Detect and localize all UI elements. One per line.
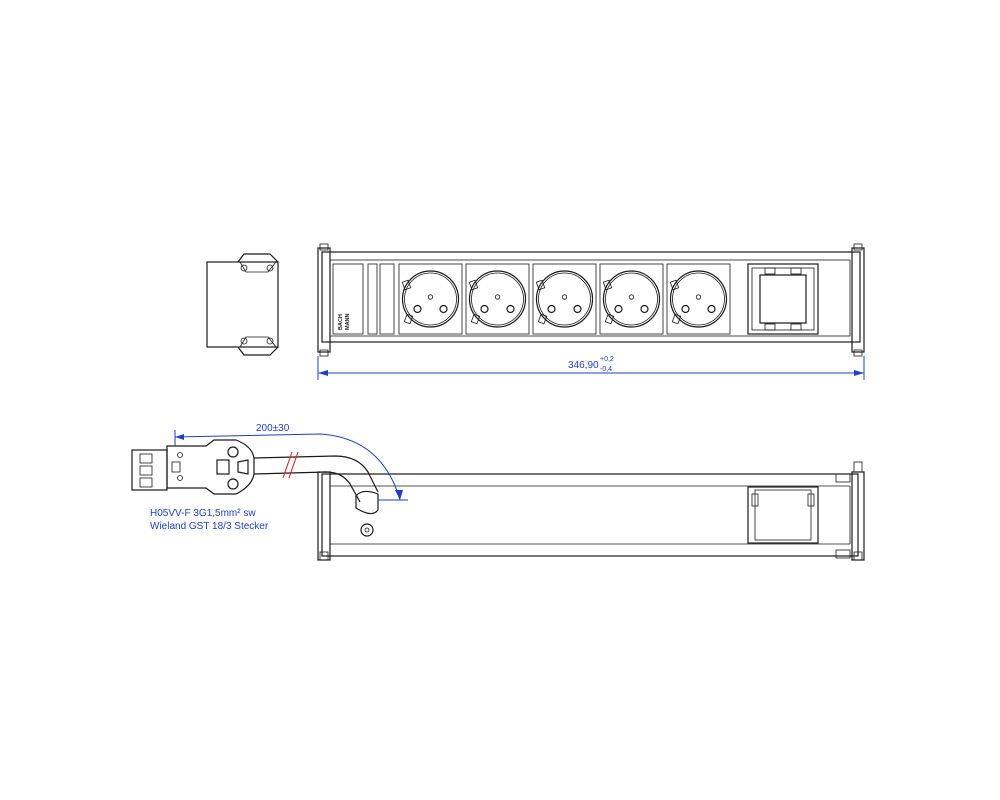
socket-group <box>398 263 731 335</box>
length-tol-upper: +0,2 <box>600 356 614 363</box>
cable-length-dimension: 200±30 <box>174 423 408 501</box>
power-socket <box>666 263 731 335</box>
cut-mark-2 <box>288 451 299 479</box>
plan-view <box>317 461 865 561</box>
cable-spec-line-2: Wieland GST 18/3 Stecker <box>150 521 269 532</box>
power-cable <box>253 451 379 503</box>
length-tol-lower: -0,4 <box>600 366 612 373</box>
cable-spec-note: H05VV-F 3G1,5mm² sw Wieland GST 18/3 Ste… <box>150 507 268 533</box>
length-value: 346,90 <box>568 360 599 371</box>
power-socket <box>599 263 664 335</box>
end-view <box>206 253 279 356</box>
brand-label-2: MANN <box>345 313 351 330</box>
cut-mark-1 <box>282 451 293 479</box>
power-socket <box>465 263 530 335</box>
brand-label-1: BACH <box>338 314 344 330</box>
front-view: BACH MANN <box>317 243 865 357</box>
cable-spec-line-1: H05VV-F 3G1,5mm² sw <box>150 508 256 519</box>
power-socket <box>532 263 597 335</box>
length-dimension: 346,90 +0,2 -0,4 <box>317 356 865 380</box>
power-socket <box>398 263 463 335</box>
cable-length-value: 200±30 <box>256 423 290 434</box>
connector-plug <box>131 439 255 495</box>
data-module-front <box>747 263 819 335</box>
